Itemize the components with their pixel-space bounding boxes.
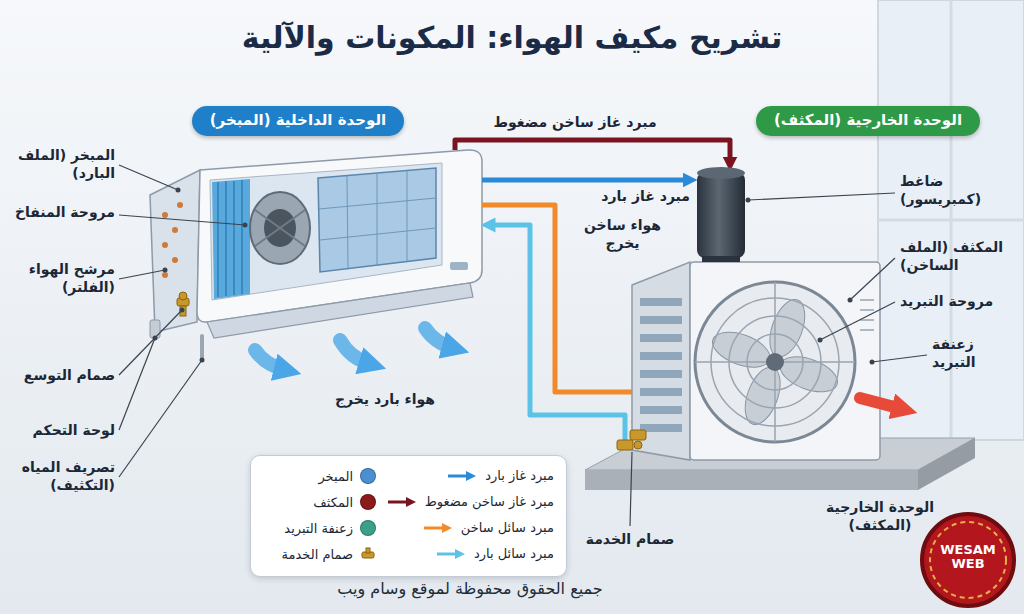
part-label: المكثف (الملف الساخن) — [900, 238, 1010, 274]
window — [878, 0, 1024, 440]
logo-badge — [922, 514, 1014, 606]
part-label: مروحة المنفاخ — [10, 203, 115, 221]
part-label: مرشح الهواء (الفلتر) — [10, 260, 115, 296]
legend-row: مبرد غاز بارد — [446, 468, 554, 483]
legend-swatch — [360, 520, 376, 536]
legend-arrow-head — [406, 497, 416, 507]
outdoor-unit — [617, 167, 880, 460]
copyright-caption: جميع الحقوق محفوظة لموقع وسام ويب — [170, 579, 770, 598]
legend-row: مبرد سائل ساخن — [422, 520, 554, 535]
legend-arrow-head — [466, 471, 476, 481]
legend-arrow-line — [448, 474, 468, 477]
diagram-title: تشريح مكيف الهواء: المكونات والآلية — [0, 20, 1024, 55]
legend-box: مبرد غاز بارد مبرد غاز ساخن مضغوط مبرد سائ… — [250, 455, 567, 577]
part-label: المبخر (الملف البارد) — [10, 146, 115, 182]
leader-dots — [153, 188, 875, 365]
part-label: زعنفة التبريد — [932, 335, 1002, 371]
legend-arrow-sample — [435, 548, 467, 560]
legend-swatch — [360, 468, 376, 484]
airflow-label: هواء بارد يخرج — [320, 390, 450, 408]
legend-arrow-sample — [446, 470, 478, 482]
legend-arrow-line — [437, 552, 457, 555]
legend-arrow-line — [388, 500, 408, 503]
legend-arrow-head — [442, 523, 452, 533]
unit-title-pill: الوحدة الداخلية (المبخر) — [192, 106, 405, 136]
part-label: مروحة التبريد — [900, 292, 1010, 310]
legend-text: المكثف — [313, 495, 353, 510]
legend-text: مبرد سائل بارد — [474, 546, 554, 561]
legend-row: مبرد غاز ساخن مضغوط — [386, 494, 554, 509]
legend-row: المكثف — [313, 494, 376, 510]
legend-text: صمام الخدمة — [282, 547, 353, 562]
legend-row: مبرد سائل بارد — [435, 546, 554, 561]
pipe-label: مبرد غاز بارد — [585, 187, 690, 205]
part-label: صمام الخدمة — [575, 530, 685, 548]
part-label: صمام التوسع — [10, 366, 115, 384]
legend-text: مبرد غاز ساخن مضغوط — [425, 494, 554, 509]
cold-air-arrows — [255, 328, 453, 370]
legend-arrow-head — [455, 549, 465, 559]
unit-title-pill: الوحدة الخارجية (المكثف) — [756, 106, 980, 136]
legend-swatch — [360, 494, 376, 510]
part-label: تصريف المياه (التكثيف) — [10, 458, 115, 494]
part-label: لوحة التحكم — [10, 421, 115, 439]
indoor-unit — [150, 150, 482, 358]
airflow-label: هواء ساخن يخرج — [580, 216, 665, 252]
legend-text: مبرد غاز بارد — [485, 468, 554, 483]
legend-text: المبخر — [318, 469, 353, 484]
legend-arrow-sample — [422, 522, 454, 534]
leader-lines — [119, 165, 927, 526]
legend-arrow-sample — [386, 496, 418, 508]
legend-row: زعنفة التبريد — [284, 520, 376, 536]
pipe-label: مبرد غاز ساخن مضغوط — [470, 113, 680, 131]
watermark: WESAM WEB — [928, 543, 1008, 572]
hot-air-arrow — [860, 398, 902, 409]
valve-stem — [366, 548, 370, 553]
pill-text: الوحدة الخارجية (المكثف) — [774, 111, 962, 131]
legend-arrow-line — [424, 526, 444, 529]
legend-row: المبخر — [318, 468, 376, 484]
legend-row: صمام الخدمة — [282, 546, 376, 562]
legend-text: مبرد سائل ساخن — [461, 520, 554, 535]
legend-text: زعنفة التبريد — [284, 521, 353, 536]
pill-text: الوحدة الداخلية (المبخر) — [210, 111, 387, 131]
part-label: ضاغط (كمبريسور) — [900, 172, 1000, 208]
unit-label: الوحدة الخارجية (المكثف) — [825, 498, 935, 534]
legend-valve-sample — [360, 546, 376, 562]
